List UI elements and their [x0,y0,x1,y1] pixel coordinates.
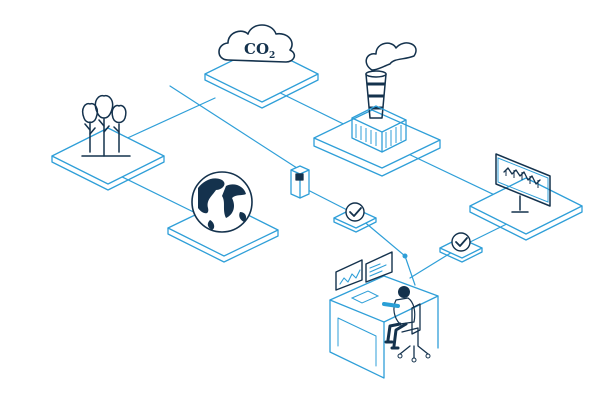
desk-monitor-left [335,259,363,291]
platform-tile [469,177,583,241]
sensor-icon [290,165,310,199]
trees-platform [51,94,165,191]
factory-platform [313,42,441,177]
factory-icon [351,42,417,153]
monitor-chart-icon [495,153,551,213]
operator-body [393,297,416,325]
chair-back [411,303,421,335]
operator-head [398,286,410,298]
factory-building [351,105,407,153]
workstation-icon [329,251,439,379]
co2-subscript: 2 [269,51,275,61]
connector-cloud-hub [169,85,301,171]
junction-dot [402,253,408,259]
check-badge-icon [345,202,365,222]
co2-label: CO [244,40,269,58]
platform-tile [51,127,165,191]
hub-sensor [290,165,310,199]
trees-icon [81,94,131,157]
desk-monitor-right [365,251,393,283]
connector-desk-drop [404,255,416,286]
globe-platform [167,171,279,263]
check-badge-icon [451,232,471,252]
desk-top [329,275,439,323]
globe-icon [191,171,253,233]
operator-desk [329,251,439,379]
monitor-platform [469,153,583,241]
smoke-plume [365,42,417,71]
cloud-icon [218,24,296,63]
co2-cloud-platform: CO 2 [204,24,319,109]
platform-tile [313,109,441,177]
checkpoint-left [333,202,377,233]
checkpoint-right [439,232,483,263]
